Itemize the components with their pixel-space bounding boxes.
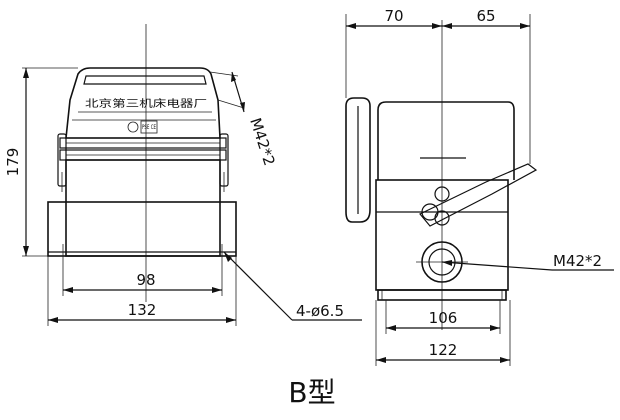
dim-106-arrow-left xyxy=(386,325,396,331)
dim-70-arrow-right xyxy=(432,23,442,29)
badge-box xyxy=(140,120,158,134)
side-hood xyxy=(377,101,515,180)
drawing-caption: B型 xyxy=(288,376,335,409)
dim-98-arrow-left xyxy=(63,287,73,293)
dim-65-arrow-right xyxy=(520,23,530,29)
dim-thread-front-arrow-bottom xyxy=(240,102,245,112)
dim-179-label: 179 xyxy=(4,148,22,177)
dim-thread-side-arrow xyxy=(442,260,452,266)
dim-holes-leader xyxy=(223,251,293,321)
dim-65-label: 65 xyxy=(476,7,495,25)
dim-65-arrow-left xyxy=(442,23,452,29)
dim-122-arrow-left xyxy=(376,357,386,363)
dim-holes-label: 4-ø6.5 xyxy=(296,302,344,320)
front-hood xyxy=(65,67,221,139)
front-lower-rail xyxy=(59,149,227,161)
dim-122-label: 122 xyxy=(429,341,458,359)
dim-132-arrow-left xyxy=(48,317,58,323)
dim-179-arrow-bottom xyxy=(23,246,29,256)
dim-132-label: 132 xyxy=(128,301,157,319)
badge-text: PSE CE xyxy=(142,124,156,131)
side-lever-knob xyxy=(421,203,439,221)
dim-106-arrow-right xyxy=(490,325,500,331)
front-view: 北京第三机床电器厂 PSE CE 179 98 132 4 xyxy=(4,24,362,326)
dim-thread-front-arrow-top xyxy=(231,72,236,82)
dim-132-arrow-right xyxy=(226,317,236,323)
front-base-flange xyxy=(47,201,237,257)
dim-thread-side-label: M42*2 xyxy=(553,252,602,270)
dim-holes-arrow xyxy=(224,252,232,262)
dim-106-label: 106 xyxy=(429,309,458,327)
front-entry-ext-1 xyxy=(209,71,239,77)
nameplate-text: 北京第三机床电器厂 xyxy=(85,97,207,110)
dim-98-label: 98 xyxy=(136,271,155,289)
badge-circle-icon xyxy=(127,121,139,133)
side-lever xyxy=(419,163,538,227)
dim-70-label: 70 xyxy=(384,7,403,25)
dim-122-arrow-right xyxy=(500,357,510,363)
dim-179-arrow-top xyxy=(23,68,29,78)
dim-thread-side-leader xyxy=(441,261,553,271)
dim-70-arrow-left xyxy=(346,23,356,29)
side-left-cover xyxy=(345,97,371,223)
side-main-body xyxy=(375,179,509,291)
side-view: 70 65 M42*2 106 122 xyxy=(345,7,614,366)
dim-98-arrow-right xyxy=(212,287,222,293)
front-hood-grip xyxy=(83,75,207,85)
front-entry-ext-2 xyxy=(217,99,245,109)
dim-thread-front-label: M42*2 xyxy=(246,116,278,168)
front-main-body xyxy=(65,159,221,257)
side-pivot-upper xyxy=(434,186,450,202)
